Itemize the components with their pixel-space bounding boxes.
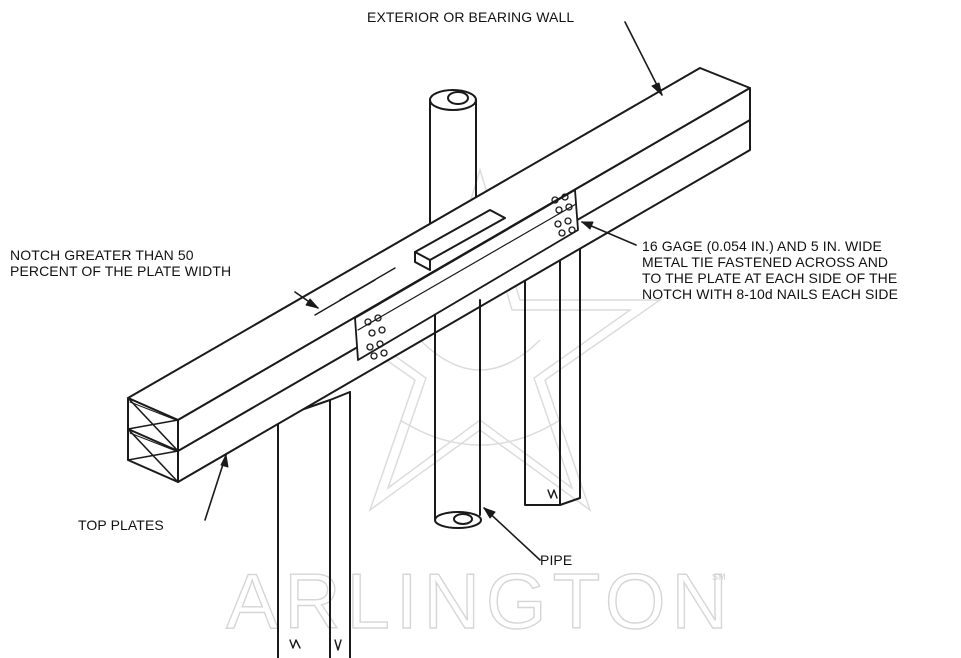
label-top-plates: TOP PLATES: [78, 517, 164, 533]
watermark-service-mark: SM: [712, 572, 726, 582]
label-notch-line1: NOTCH GREATER THAN 50: [10, 247, 194, 263]
leader-metal-tie: [581, 221, 637, 246]
label-notch-width: NOTCH GREATER THAN 50 PERCENT OF THE PLA…: [10, 247, 231, 279]
label-metal-tie: 16 GAGE (0.054 IN.) AND 5 IN. WIDE METAL…: [642, 238, 898, 302]
leader-notch-width: [294, 267, 396, 316]
label-exterior-wall: EXTERIOR OR BEARING WALL: [367, 9, 575, 25]
leader-top-plates: [204, 454, 229, 521]
pipe-lower: [434, 299, 482, 529]
label-metal-tie-line4: NOTCH WITH 8-10d NAILS EACH SIDE: [642, 286, 899, 302]
label-notch-line2: PERCENT OF THE PLATE WIDTH: [10, 263, 232, 279]
nail-pattern-left: [364, 314, 388, 360]
metal-tie-strap: [354, 189, 579, 361]
label-metal-tie-line1: 16 GAGE (0.054 IN.) AND 5 IN. WIDE: [642, 238, 882, 254]
label-pipe: PIPE: [540, 552, 573, 568]
nail-pattern-right: [551, 193, 576, 237]
leader-pipe: [483, 507, 541, 561]
leader-exterior-wall: [624, 21, 663, 96]
plate-notch: [414, 209, 506, 271]
stud-front-left: [277, 391, 351, 658]
watermark-text: ARLINGTON: [226, 557, 734, 645]
label-metal-tie-line2: METAL TIE FASTENED ACROSS AND: [642, 254, 889, 270]
label-metal-tie-line3: TO THE PLATE AT EACH SIDE OF THE: [642, 270, 898, 286]
